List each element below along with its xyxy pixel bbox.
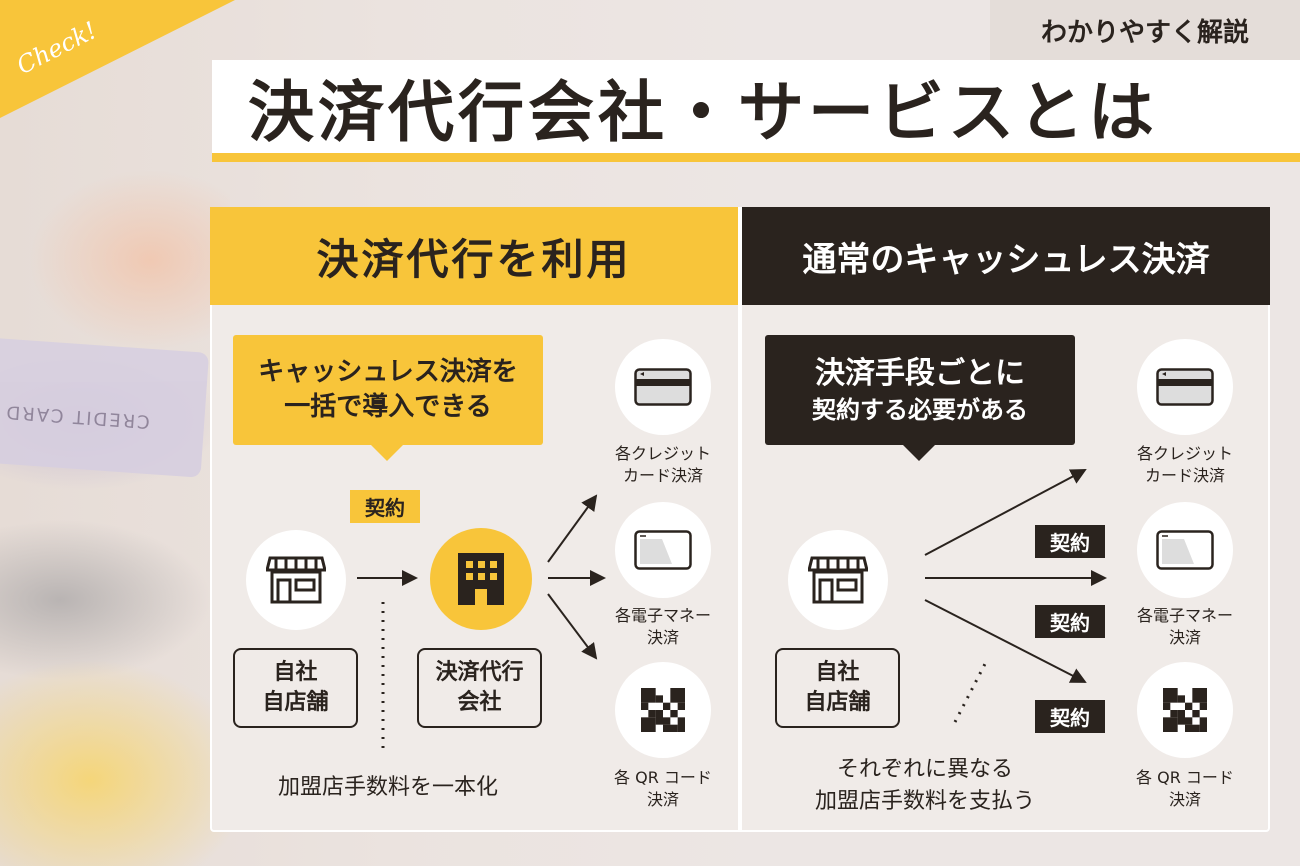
label-line: 決済 — [646, 790, 679, 810]
method-label-emoney: 各電子マネー決済 — [1115, 605, 1255, 650]
method-label-qr: 各 QR コード決済 — [593, 767, 733, 812]
left-header: 決済代行を利用 — [210, 207, 738, 305]
company-line: 決済代行 — [435, 660, 524, 686]
contract-label: 契約 — [1035, 700, 1105, 733]
company-box: 決済代行会社 — [417, 648, 542, 728]
arrow-to-qr — [547, 593, 598, 660]
shop-line: 自社 — [273, 660, 318, 686]
qr-code-icon — [615, 662, 711, 758]
footer-line: それぞれに異なる — [836, 757, 1013, 782]
arrow-right-credit — [924, 469, 1087, 556]
method-label-qr: 各 QR コード決済 — [1115, 767, 1255, 812]
page-title: 決済代行会社・サービスとは — [212, 60, 1300, 162]
label-line: カード決済 — [622, 466, 703, 486]
right-callout: 決済手段ごとに 契約する必要がある — [765, 335, 1075, 461]
shop-icon-circle — [246, 530, 346, 630]
label-line: 各 QR コード — [614, 768, 712, 787]
label-line: 各 QR コード — [1136, 768, 1234, 787]
label-line: 各電子マネー — [614, 606, 711, 625]
contract-label: 契約 — [350, 490, 420, 523]
label-line: カード決済 — [1144, 466, 1225, 486]
label-line: 各電子マネー — [1136, 606, 1233, 625]
footer-line: 加盟店手数料を支払う — [814, 788, 1035, 814]
yellow-corner — [0, 0, 235, 118]
e-money-card-icon — [615, 502, 711, 598]
shop-line: 自店舗 — [262, 690, 329, 715]
contract-label: 契約 — [1035, 525, 1105, 558]
label-line: 各クレジット — [614, 444, 711, 463]
shop-icon — [808, 556, 868, 604]
label-line: 決済 — [1168, 628, 1201, 648]
shop-icon-circle — [788, 530, 888, 630]
callout-line: 一括で導入できる — [284, 392, 492, 422]
label-line: 各クレジット — [1136, 444, 1233, 463]
shop-box: 自社自店舗 — [233, 648, 358, 728]
credit-card-icon — [615, 339, 711, 435]
callout-line: キャッシュレス決済を — [258, 356, 518, 387]
label-line: 決済 — [646, 628, 679, 648]
right-header: 通常のキャッシュレス決済 — [742, 207, 1270, 305]
left-footer: 加盟店手数料を一本化 — [277, 775, 498, 800]
qr-code-icon — [1137, 662, 1233, 758]
shop-line: 自社 — [815, 660, 860, 686]
tag-label: わかりやすく解説 — [990, 0, 1300, 60]
callout-line: 契約する必要がある — [812, 396, 1028, 425]
shop-line: 自店舗 — [804, 690, 871, 715]
label-line: 決済 — [1168, 790, 1201, 810]
company-icon-circle — [430, 528, 532, 630]
left-callout: キャッシュレス決済を 一括で導入できる — [233, 335, 543, 461]
e-money-card-icon — [1137, 502, 1233, 598]
divider — [738, 207, 742, 832]
right-footer: それぞれに異なる加盟店手数料を支払う — [775, 754, 1075, 818]
callout-line: 決済手段ごとに — [815, 355, 1025, 391]
arrow-to-credit — [547, 494, 598, 563]
dotted-line-right — [953, 659, 989, 723]
credit-card-icon — [1137, 339, 1233, 435]
shop-box: 自社自店舗 — [775, 648, 900, 728]
method-label-credit: 各クレジットカード決済 — [1115, 443, 1255, 488]
method-label-emoney: 各電子マネー決済 — [593, 605, 733, 650]
company-line: 会社 — [457, 690, 502, 715]
contract-label: 契約 — [1035, 605, 1105, 638]
building-icon — [458, 553, 504, 605]
arrow-right-qr — [924, 599, 1087, 683]
shop-icon — [266, 556, 326, 604]
method-label-credit: 各クレジットカード決済 — [593, 443, 733, 488]
